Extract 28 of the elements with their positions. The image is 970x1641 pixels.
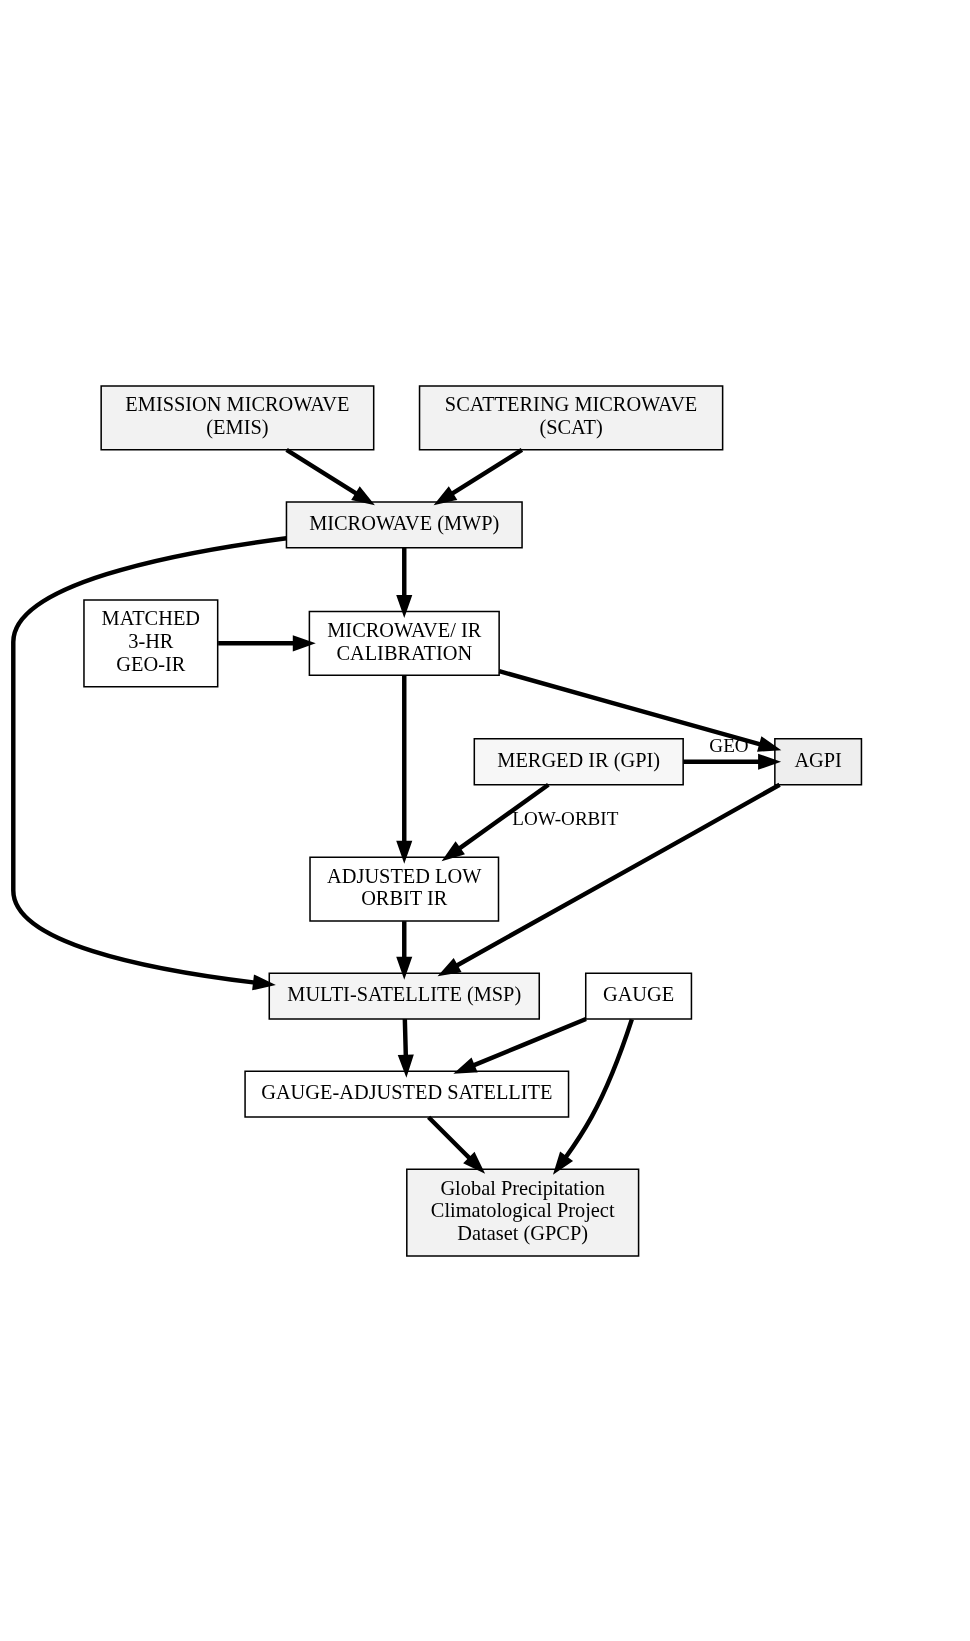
arrow <box>396 547 413 618</box>
arrow <box>437 782 781 976</box>
arrow <box>441 782 550 861</box>
arrow <box>433 447 524 505</box>
node-box: SCATTERING MICROWAVE (SCAT) <box>418 384 724 451</box>
arrow <box>683 753 782 770</box>
arrow <box>397 1018 414 1078</box>
edge-label: LOW-ORBIT <box>512 807 619 829</box>
node-box: MULTI-SATELLITE (MSP) <box>268 971 540 1020</box>
node-box: AGPI <box>774 737 863 785</box>
node-box: MICROWAVE/ IR CALIBRATION <box>308 610 500 676</box>
node-box: MERGED IR (GPI) <box>473 737 684 785</box>
node-box: MICROWAVE (MWP) <box>285 500 523 549</box>
arrow <box>11 535 287 990</box>
arrow <box>218 634 316 651</box>
arrow <box>427 1115 486 1174</box>
arrow <box>285 447 375 505</box>
node-box: ADJUSTED LOW ORBIT IR <box>309 856 500 922</box>
node-box: GAUGE-ADJUSTED SATELLITE <box>244 1070 570 1118</box>
node-box: Global Precipitation Climatological Project Dataset (GPCP) <box>406 1168 640 1257</box>
arrow <box>498 668 782 752</box>
node-box: MATCHED 3-HR GEO-IR <box>83 598 219 687</box>
arrow <box>453 1016 587 1074</box>
node-box: EMISSION MICROWAVE (EMIS) <box>100 384 375 451</box>
arrow <box>552 1018 634 1175</box>
arrow <box>396 920 413 980</box>
node-box: GAUGE <box>584 971 693 1020</box>
arrow <box>396 674 413 864</box>
